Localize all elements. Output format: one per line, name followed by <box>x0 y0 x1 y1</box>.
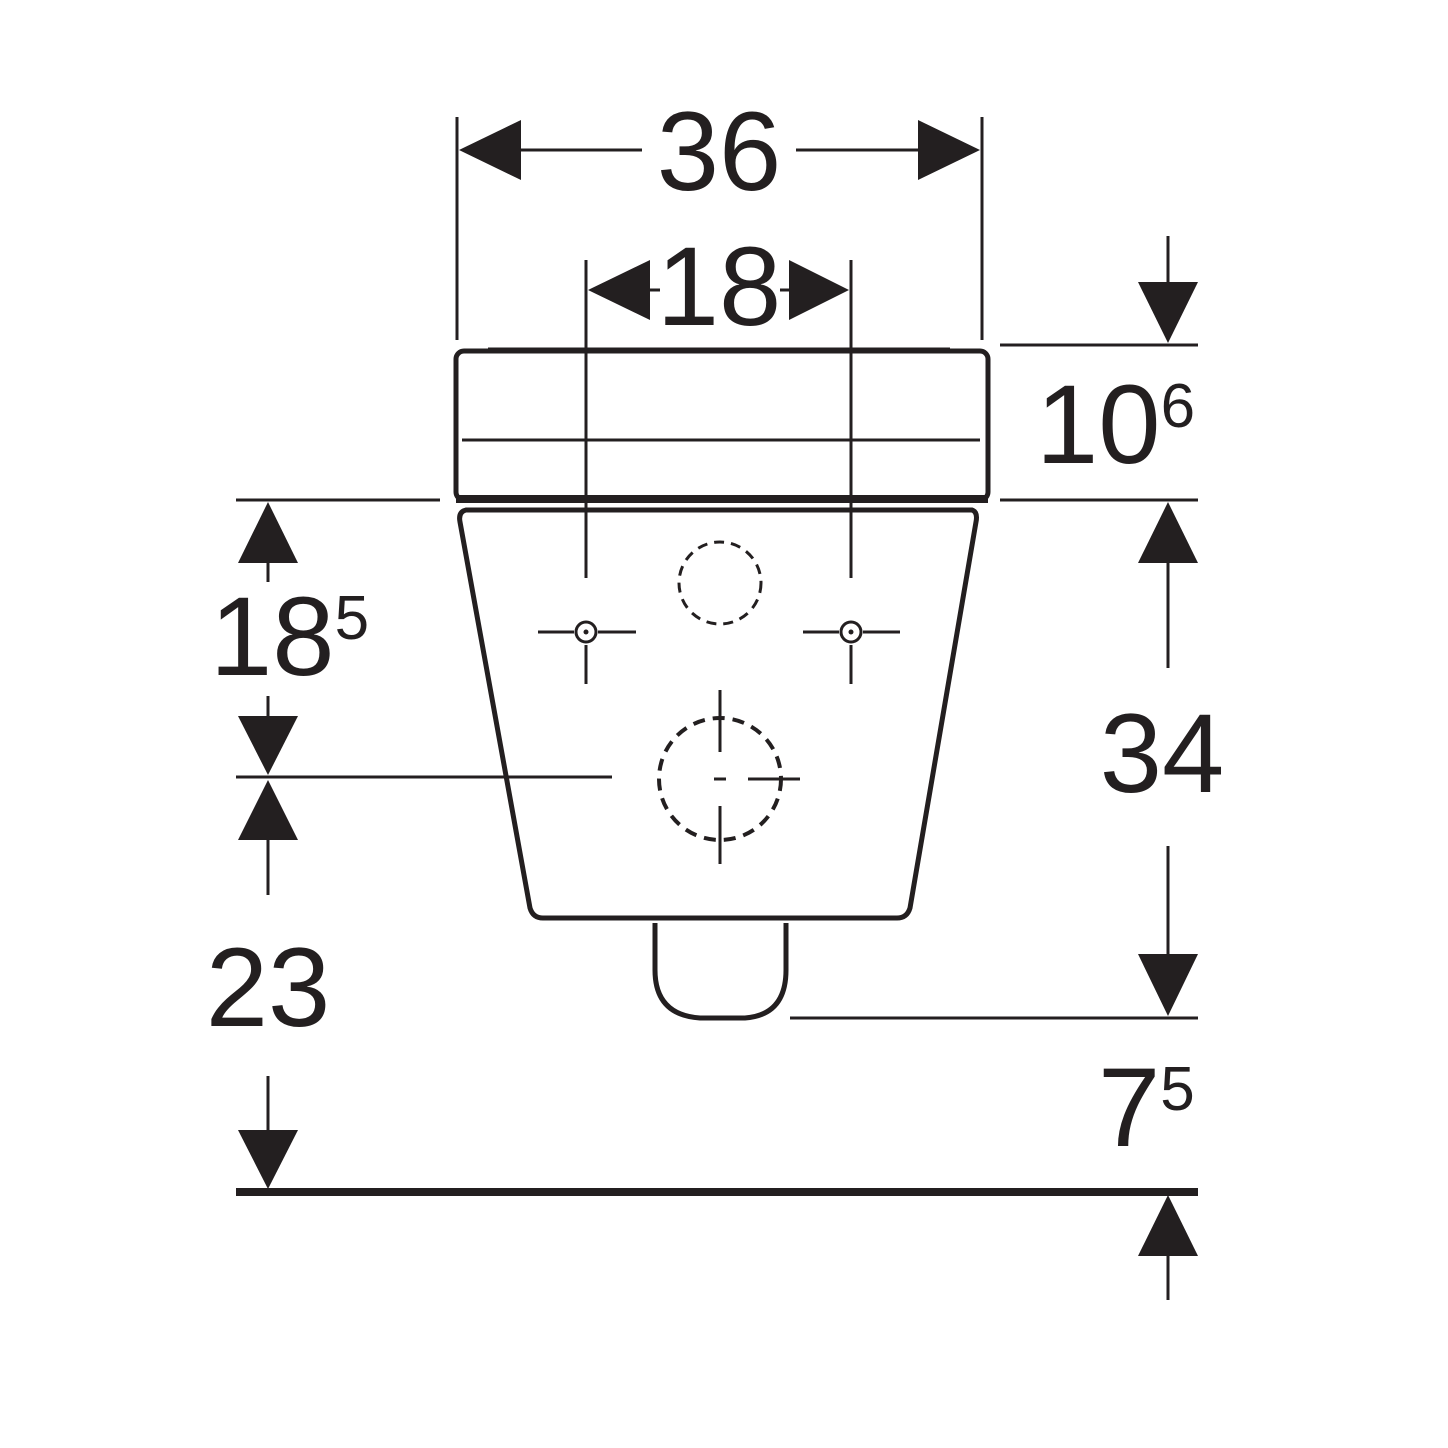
dim-label-36: 36 <box>657 89 782 214</box>
arrowhead-down <box>1138 282 1198 343</box>
dim-label-18-5: 185 <box>210 574 369 699</box>
arrowhead-left <box>459 120 521 180</box>
dim-label-10-6: 106 <box>1036 362 1195 487</box>
outlet-spigot <box>652 923 789 1021</box>
arrowhead-up <box>1138 502 1198 563</box>
dimension-outlet-drop: 75 <box>1098 1045 1198 1300</box>
wc-outline <box>453 347 991 1021</box>
arrowhead-down <box>238 1130 298 1189</box>
dim-label-34: 34 <box>1100 691 1225 816</box>
dim-label-7-5: 75 <box>1098 1045 1195 1170</box>
arrowhead-right <box>789 260 849 320</box>
fixing-point-left <box>538 260 636 684</box>
dim-label-23: 23 <box>206 925 331 1050</box>
arrowhead-down <box>238 716 298 775</box>
arrowhead-up <box>238 780 298 840</box>
extension-lines <box>236 117 1198 1196</box>
dimension-fixing-height: 185 <box>210 502 369 775</box>
dimension-overall-width: 36 <box>459 89 980 214</box>
dimension-seat-height: 106 <box>1036 236 1198 487</box>
dimension-fixing-spacing: 18 <box>588 224 849 349</box>
arrowhead-down <box>1138 954 1198 1016</box>
arrowhead-left <box>588 260 650 320</box>
arrowhead-up <box>1138 1195 1198 1256</box>
dimension-outlet-height: 23 <box>206 780 331 1189</box>
dim-label-18: 18 <box>657 224 782 349</box>
dimension-body-height: 34 <box>1100 502 1225 1016</box>
inlet-hole-dashed <box>677 540 763 626</box>
bowl-body <box>457 507 979 921</box>
fixing-point-right <box>803 260 900 684</box>
arrowhead-up <box>238 502 298 563</box>
seat-lid <box>453 348 991 503</box>
hidden-features <box>657 540 800 864</box>
arrowhead-right <box>918 120 980 180</box>
